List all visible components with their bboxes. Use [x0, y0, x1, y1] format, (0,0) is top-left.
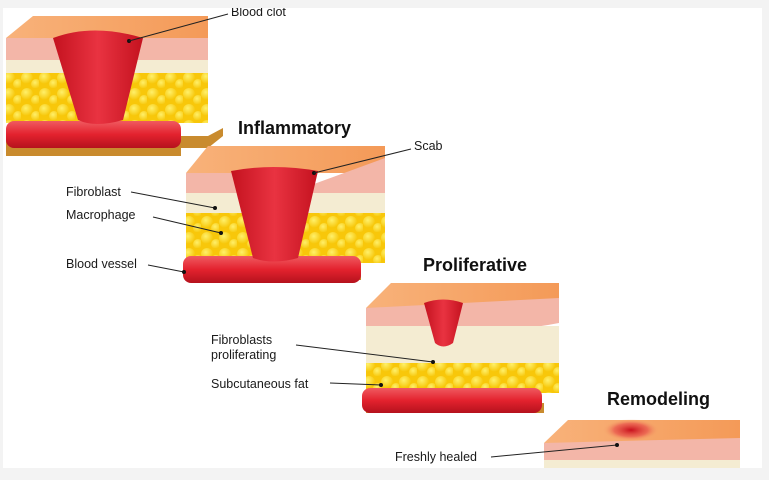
label-scab: Scab: [414, 139, 443, 153]
label-freshly-healed: Freshly healed: [395, 450, 477, 464]
diagram-art: [6, 13, 740, 468]
label-fibroblasts-proliferating-line1: Fibroblasts: [211, 333, 273, 347]
label-fibroblasts-proliferating-line2: proliferating: [211, 348, 277, 362]
label-subcutaneous-fat: Subcutaneous fat: [211, 377, 309, 391]
stage-4-block: [490, 419, 740, 468]
label-blood-clot: Blood clot: [231, 8, 286, 19]
label-blood-vessel: Blood vessel: [66, 257, 137, 271]
stage-title-remodeling: Remodeling: [607, 389, 711, 409]
stage-title-inflammatory: Inflammatory: [238, 118, 352, 138]
label-fibroblast: Fibroblast: [66, 185, 121, 199]
stage-title-proliferative: Proliferative: [423, 255, 528, 275]
stage-1-block: [6, 13, 229, 156]
stage-2-block: [130, 146, 412, 283]
stage-3-block: [295, 283, 559, 413]
label-macrophage: Macrophage: [66, 208, 136, 222]
wound-healing-diagram: Blood clot Inflammatory Scab Fibroblast …: [3, 8, 762, 468]
